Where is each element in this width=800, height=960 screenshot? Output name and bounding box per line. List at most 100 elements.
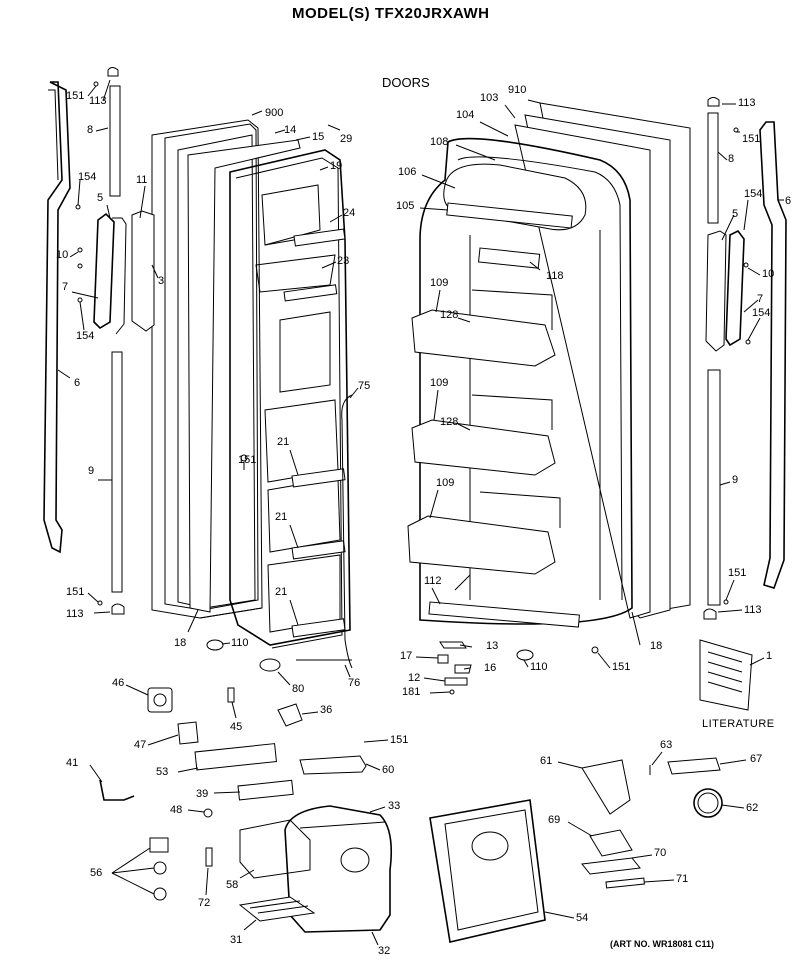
part-label: 103 — [480, 92, 499, 104]
part-label: 151 — [390, 734, 409, 746]
part-label: 21 — [275, 511, 288, 523]
part-label: 105 — [396, 200, 415, 212]
part-label: 13 — [486, 640, 499, 652]
part-label: 113 — [744, 604, 762, 616]
part-label: 151 — [742, 133, 761, 145]
part-label: 16 — [484, 662, 497, 674]
left-door-assembly — [151, 119, 353, 669]
part-label: 104 — [456, 109, 475, 121]
part-label: 15 — [312, 131, 325, 143]
left-gasket-parts — [43, 67, 155, 615]
part-label: 113 — [738, 97, 756, 109]
part-label: 910 — [508, 84, 527, 96]
part-label: 109 — [436, 477, 455, 489]
small-parts — [206, 454, 599, 695]
part-label: 18 — [650, 640, 663, 652]
art-number: (ART NO. WR18081 C11) — [610, 939, 715, 949]
diagram-title: MODEL(S) TFX20JRXAWH — [292, 5, 490, 22]
part-label: 12 — [408, 672, 421, 684]
part-label: 106 — [398, 166, 417, 178]
part-label: 109 — [430, 277, 449, 289]
part-label: 6 — [74, 377, 81, 389]
part-label: 60 — [382, 764, 395, 776]
part-label: 1 — [766, 650, 773, 662]
part-label: 128 — [440, 416, 459, 428]
part-label: 54 — [576, 912, 589, 924]
part-label: 62 — [746, 802, 759, 814]
part-label: 67 — [750, 753, 763, 765]
part-label: 113 — [89, 95, 107, 107]
part-label: 151 — [612, 661, 631, 673]
part-label: 17 — [400, 650, 413, 662]
part-label: 45 — [230, 721, 243, 733]
part-label: 151 — [238, 454, 257, 466]
part-label: 61 — [540, 755, 553, 767]
part-label: 75 — [358, 380, 371, 392]
part-label: 72 — [198, 897, 211, 909]
part-label: 10 — [762, 268, 775, 280]
part-label: 53 — [156, 766, 169, 778]
part-label: 108 — [430, 136, 449, 148]
literature-booklet — [699, 639, 753, 711]
section-label-doors: DOORS — [382, 75, 430, 90]
part-label: 33 — [388, 800, 401, 812]
part-label: 21 — [277, 436, 290, 448]
part-label: 31 — [230, 934, 243, 946]
part-label: 154 — [78, 171, 97, 183]
part-label: 154 — [752, 307, 771, 319]
part-label: 69 — [548, 814, 561, 826]
part-label: 110 — [530, 661, 548, 673]
literature-label: LITERATURE — [702, 718, 775, 730]
part-label: 113 — [66, 608, 84, 620]
part-label: 151 — [728, 567, 747, 579]
part-label: 70 — [654, 847, 667, 859]
right-door-assembly — [407, 102, 691, 628]
part-label: 8 — [87, 124, 94, 136]
part-label: 128 — [440, 309, 459, 321]
part-label: 110 — [231, 637, 249, 649]
part-label: 154 — [744, 188, 763, 200]
part-label: 6 — [785, 195, 792, 207]
part-label: 19 — [330, 160, 343, 172]
part-label: 109 — [430, 377, 449, 389]
part-label: 29 — [340, 133, 353, 145]
part-label: 39 — [196, 788, 209, 800]
part-label: 46 — [112, 677, 125, 689]
part-label: 14 — [284, 124, 297, 136]
part-label: 63 — [660, 739, 673, 751]
part-label: 151 — [66, 90, 85, 102]
part-label: 7 — [62, 281, 69, 293]
part-label: 8 — [728, 153, 735, 165]
dispenser-parts — [99, 687, 723, 943]
part-label: 112 — [424, 575, 442, 587]
part-label: 24 — [343, 207, 356, 219]
part-label: 10 — [56, 249, 69, 261]
part-label: 58 — [226, 879, 239, 891]
right-gasket-parts — [703, 97, 787, 620]
part-label: 9 — [88, 465, 95, 477]
part-label: 21 — [275, 586, 288, 598]
part-label: 36 — [320, 704, 333, 716]
part-label: 80 — [292, 683, 305, 695]
part-label: 5 — [97, 192, 104, 204]
part-label: 41 — [66, 757, 79, 769]
leader-lines — [57, 79, 784, 946]
part-label: 48 — [170, 804, 183, 816]
part-label: 18 — [174, 637, 187, 649]
part-label: 71 — [676, 873, 689, 885]
part-label: 23 — [337, 255, 350, 267]
part-label: 56 — [90, 867, 103, 879]
part-label: 9 — [732, 474, 739, 486]
part-label: 118 — [546, 270, 564, 282]
part-label: 181 — [402, 686, 421, 698]
part-label: 151 — [66, 586, 85, 598]
part-label: 900 — [265, 107, 284, 119]
part-label: 47 — [134, 739, 147, 751]
part-label: 76 — [348, 677, 361, 689]
part-label: 154 — [76, 330, 95, 342]
part-label: 11 — [136, 174, 148, 186]
part-label: 5 — [732, 208, 739, 220]
part-label: 7 — [757, 293, 764, 305]
